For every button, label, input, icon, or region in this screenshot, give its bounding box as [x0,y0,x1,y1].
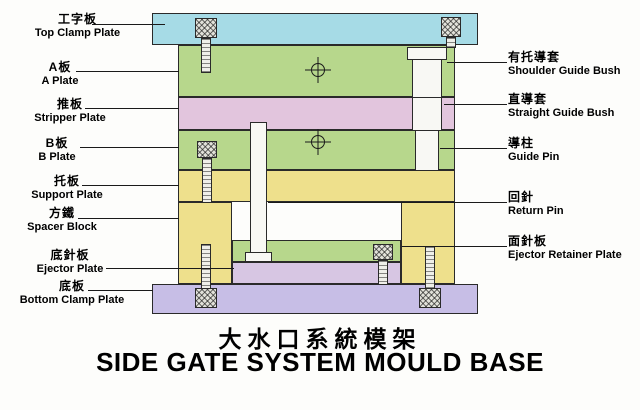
leader-top-clamp-plate [92,24,165,25]
label-spacer-block-en: Spacer Block [27,221,97,233]
label-top-clamp-plate: 工字板 Top Clamp Plate [10,12,145,40]
label-ejector-retainer-plate: 面針板 Ejector Retainer Plate [508,234,640,262]
page-title-zh: 大水口系統模架 [218,326,422,352]
return-pin [250,122,267,254]
label-shoulder-guide-bush-en: Shoulder Guide Bush [508,65,621,77]
support-plate [178,170,455,202]
label-support-plate-en: Support Plate [31,189,103,201]
leader-shoulder-guide-bush [447,62,507,63]
label-straight-guide-bush: 直導套 Straight Guide Bush [508,92,638,120]
label-return-pin: 回針 Return Pin [508,190,638,218]
label-bottom-clamp-plate-en: Bottom Clamp Plate [19,294,125,306]
crosshair-hole-b-plate-icon [310,134,326,150]
label-b-plate-en: B Plate [38,151,76,163]
label-top-clamp-plate-zh: 工字板 [57,12,97,26]
leader-a-plate [76,71,179,72]
leader-support-plate [82,185,179,186]
label-return-pin-en: Return Pin [508,205,564,217]
leader-return-pin [268,202,507,203]
label-stripper-plate-en: Stripper Plate [34,112,106,124]
page-title-en: SIDE GATE SYSTEM MOULD BASE [96,347,544,377]
crosshair-hole-a-plate-icon [310,62,326,78]
screw-shaft-bottom-left [201,244,211,290]
label-guide-pin-en: Guide Pin [508,151,560,163]
label-guide-pin: 導柱 Guide Pin [508,136,638,164]
label-shoulder-guide-bush: 有托導套 Shoulder Guide Bush [508,50,638,78]
label-bottom-clamp-plate-zh: 底板 [58,279,85,293]
shoulder-guide-bush-body [412,59,442,98]
label-ejector-plate-zh: 底針板 [50,248,90,262]
screw-head-top-right-icon [441,17,461,37]
return-pin-flange [245,252,272,262]
label-top-clamp-plate-en: Top Clamp Plate [34,27,121,39]
label-stripper-plate-zh: 推板 [56,97,83,111]
label-return-pin-zh: 回針 [508,190,535,204]
leader-spacer-block [78,218,179,219]
screw-head-ejector-icon [373,244,393,260]
label-guide-pin-zh: 導柱 [508,136,535,150]
stripper-plate [178,97,455,130]
label-bottom-clamp-plate: 底板 Bottom Clamp Plate [5,279,139,307]
leader-guide-pin [440,148,507,149]
label-ejector-plate-en: Ejector Plate [36,263,104,275]
label-b-plate: B板 B Plate [5,136,109,164]
label-b-plate-zh: B板 [45,136,69,150]
label-support-plate-zh: 托板 [53,174,80,188]
label-spacer-block-zh: 方鐵 [48,206,75,220]
leader-ejector-retainer-plate [402,246,507,247]
label-a-plate: A板 A Plate [8,60,112,88]
screw-head-bottom-left-icon [195,288,217,308]
screw-shaft-top-left [201,38,211,73]
label-ejector-plate: 底針板 Ejector Plate [8,248,132,276]
screw-head-bottom-right-icon [419,288,441,308]
crosshair-ring [311,135,325,149]
ejector-plate [232,262,401,284]
screw-shaft-left-mid [202,158,212,203]
label-spacer-block: 方鐵 Spacer Block [8,206,116,234]
leader-bottom-clamp-plate [88,290,153,291]
label-ejector-retainer-plate-zh: 面針板 [508,234,548,248]
label-straight-guide-bush-zh: 直導套 [508,92,548,106]
screw-shaft-ejector [378,260,388,285]
screw-shaft-top-right [446,37,456,48]
straight-guide-bush [412,97,442,131]
label-a-plate-zh: A板 [48,60,72,74]
screw-shaft-bottom-right [425,246,435,290]
leader-straight-guide-bush [444,104,507,105]
ejector-retainer-plate [232,240,401,262]
leader-b-plate [80,147,179,148]
label-straight-guide-bush-en: Straight Guide Bush [508,107,615,119]
screw-head-top-left-icon [195,18,217,38]
label-stripper-plate: 推板 Stripper Plate [8,97,132,125]
guide-pin [415,130,439,171]
leader-stripper-plate [85,108,179,109]
label-shoulder-guide-bush-zh: 有托導套 [508,50,561,64]
label-ejector-retainer-plate-en: Ejector Retainer Plate [508,249,622,261]
leader-ejector-plate [106,268,234,269]
crosshair-ring [311,63,325,77]
screw-head-left-mid-icon [197,141,217,158]
label-support-plate: 托板 Support Plate [5,174,129,202]
label-a-plate-en: A Plate [41,75,79,87]
